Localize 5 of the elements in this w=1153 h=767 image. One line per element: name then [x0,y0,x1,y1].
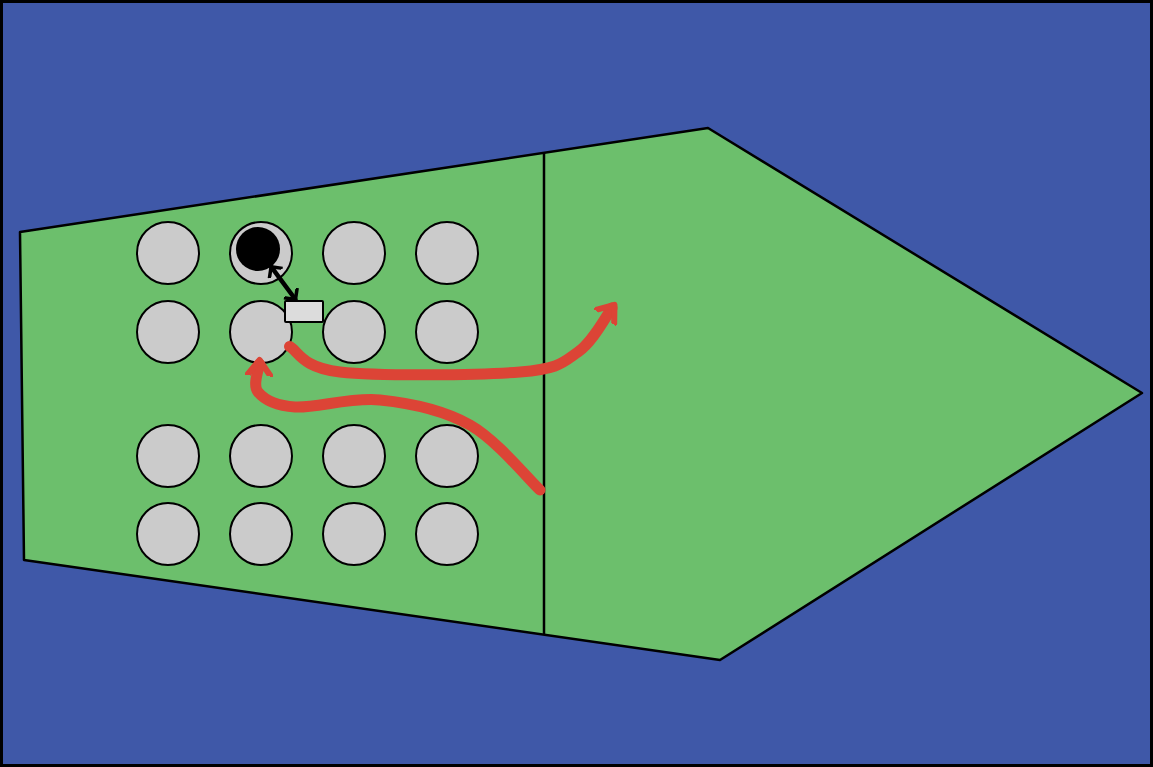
rectangle-marker [284,299,324,323]
arrow [267,264,299,302]
arrow [242,357,546,496]
filled-dot [235,226,280,271]
arrow [284,301,618,381]
